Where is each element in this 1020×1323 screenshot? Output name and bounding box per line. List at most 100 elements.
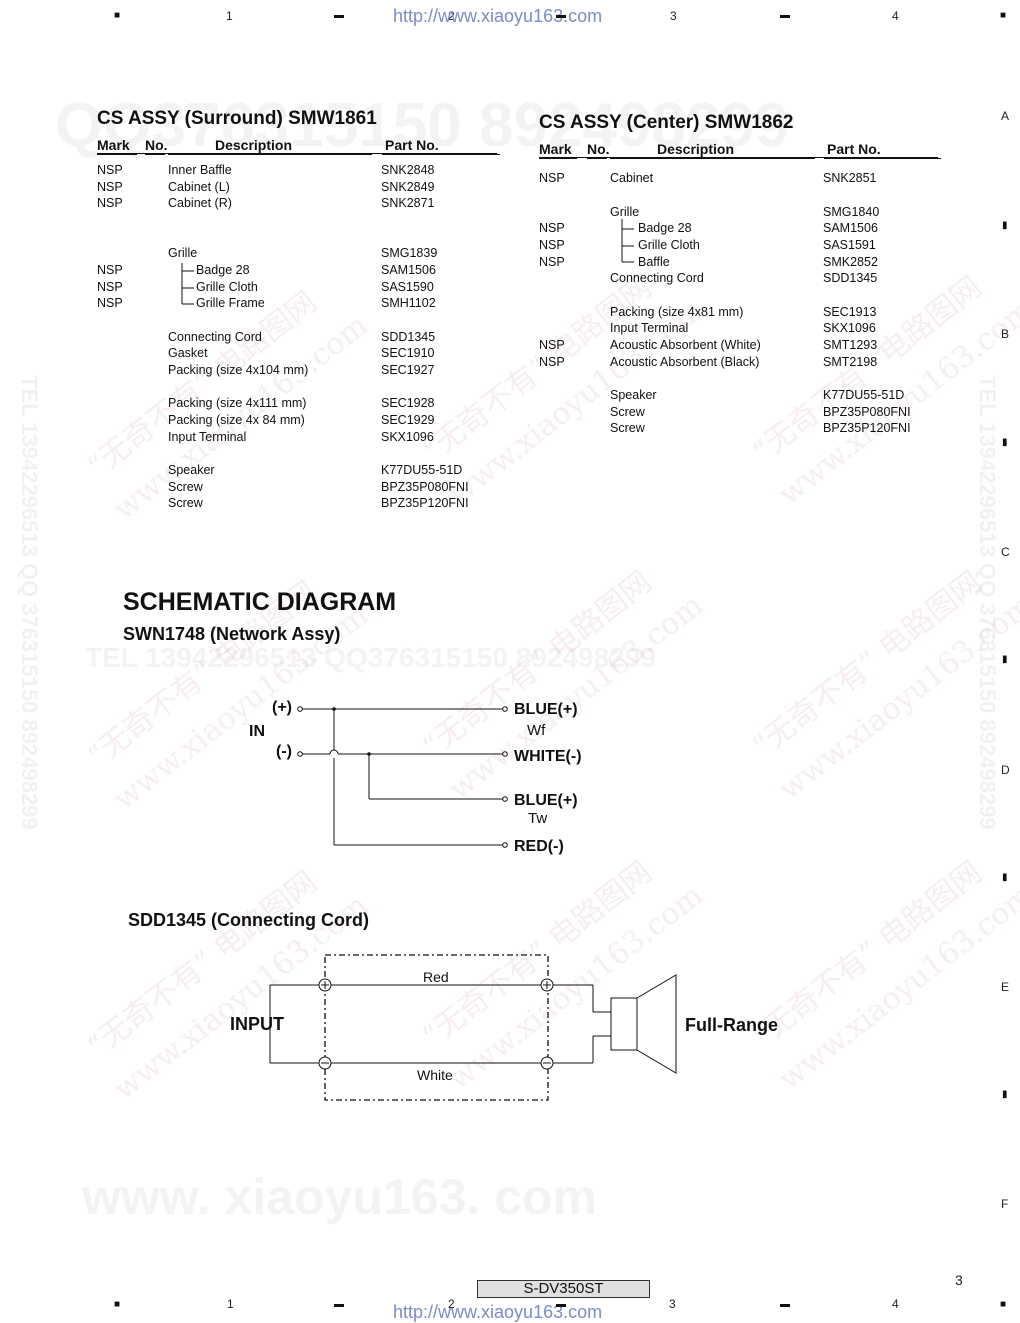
network-out-blue-tw: BLUE(+): [514, 792, 578, 809]
center-row-desc: Screw: [610, 405, 645, 419]
network-tw-label: Tw: [528, 810, 548, 827]
grid-col-label: 1: [226, 9, 233, 23]
grid-marker-square: ▮: [1002, 654, 1008, 665]
connecting-cord-title: SDD1345 (Connecting Cord): [128, 910, 370, 930]
surround-row-mark: NSP: [97, 296, 123, 310]
footer-url[interactable]: http://www.xiaoyu163.com: [393, 1302, 603, 1322]
surround-row-part: SEC1929: [381, 413, 435, 427]
center-row-mark: NSP: [539, 221, 565, 235]
center-row-desc: Speaker: [610, 388, 657, 402]
grid-col-label: 2: [448, 9, 455, 23]
footer-model-box: S-DV350ST: [477, 1280, 650, 1298]
network-minus-label: (-): [276, 743, 292, 760]
surround-header-rule: [97, 153, 497, 154]
center-row-mark: NSP: [539, 355, 565, 369]
surround-row-desc: Inner Baffle: [168, 163, 232, 177]
center-row-part: SEC1913: [823, 305, 877, 319]
grid-col-label: 3: [670, 9, 677, 23]
watermark-side-right: TEL 13942296513 QQ 376315150 892498299: [975, 375, 1000, 830]
network-out-red: RED(-): [514, 838, 564, 855]
network-wf-label: Wf: [527, 722, 546, 739]
center-row-desc: Packing (size 4x81 mm): [610, 305, 744, 319]
center-row-mark: NSP: [539, 171, 565, 185]
surround-row-mark: NSP: [97, 280, 123, 294]
surround-row-desc: Badge 28: [196, 263, 250, 277]
grid-row-label: B: [1001, 327, 1010, 341]
center-row-part: SMK2852: [823, 255, 878, 269]
surround-row-desc: Speaker: [168, 463, 215, 477]
surround-row-desc: Packing (size 4x 84 mm): [168, 413, 305, 427]
center-row-desc: Connecting Cord: [610, 271, 704, 285]
surround-row-part: SEC1928: [381, 396, 435, 410]
center-row-mark: NSP: [539, 338, 565, 352]
grid-marker-bar: ▬: [780, 1299, 790, 1310]
surround-row-part: SNK2849: [381, 180, 435, 194]
surround-row-desc: Input Terminal: [168, 430, 247, 444]
surround-row-part: SAS1590: [381, 280, 434, 294]
surround-title: CS ASSY (Surround) SMW1861: [97, 108, 377, 129]
surround-row-desc: Cabinet (L): [168, 180, 230, 194]
grid-col-label: 4: [892, 1297, 899, 1311]
surround-row-desc: Gasket: [168, 346, 208, 360]
grid-marker-bar: ▬: [556, 10, 566, 21]
network-out-white: WHITE(-): [514, 748, 582, 765]
surround-row-mark: NSP: [97, 180, 123, 194]
center-row-part: SNK2851: [823, 171, 877, 185]
grid-marker-bar: ▬: [556, 1299, 566, 1310]
network-out-blue-wf: BLUE(+): [514, 701, 578, 718]
grid-marker-square: ▮: [1002, 220, 1008, 231]
surround-row-desc: Grille: [168, 246, 198, 260]
grid-marker-square: ■: [114, 1299, 121, 1310]
surround-col-description: Description: [168, 137, 372, 155]
center-row-desc: Acoustic Absorbent (White): [610, 338, 761, 352]
cord-white-label: White: [417, 1067, 453, 1083]
center-row-part: BPZ35P120FNI: [823, 421, 911, 435]
center-col-description-label: Description: [657, 141, 735, 157]
center-row-desc: Cabinet: [610, 171, 654, 185]
center-row-desc: Baffle: [638, 255, 670, 269]
network-plus-label: (+): [272, 699, 292, 716]
grid-marker-bar: ▬: [334, 10, 344, 21]
center-row-part: SAS1591: [823, 238, 876, 252]
surround-row-part: SEC1910: [381, 346, 435, 360]
grid-col-label: 1: [227, 1297, 234, 1311]
center-row-desc: Badge 28: [638, 221, 692, 235]
network-in-label: IN: [249, 723, 265, 740]
grid-col-label: 4: [892, 9, 899, 23]
surround-row-mark: NSP: [97, 196, 123, 210]
center-row-part: BPZ35P080FNI: [823, 405, 911, 419]
surround-row-desc: Grille Frame: [196, 296, 265, 310]
grid-marker-square: ■: [114, 10, 121, 21]
grid-marker-square: ▮: [1002, 1089, 1008, 1100]
center-header-rule: [539, 157, 938, 158]
center-row-desc: Grille Cloth: [638, 238, 700, 252]
surround-col-part: Part No.: [382, 137, 500, 155]
grid-col-label: 3: [669, 1297, 676, 1311]
header-url[interactable]: http://www.xiaoyu163.com: [393, 6, 603, 26]
center-col-description: Description: [610, 141, 815, 159]
center-row-part: SMG1840: [823, 205, 880, 219]
center-row-desc: Screw: [610, 421, 645, 435]
surround-row-part: SMG1839: [381, 246, 438, 260]
watermark-side-left: TEL 13942296513 QQ 376315150 892498299: [17, 375, 42, 830]
grid-row-label: D: [1001, 763, 1010, 777]
center-row-mark: NSP: [539, 238, 565, 252]
grid-marker-square: ▮: [1002, 437, 1008, 448]
surround-row-desc: Cabinet (R): [168, 196, 232, 210]
schematic-title: SCHEMATIC DIAGRAM: [123, 588, 397, 616]
center-row-desc: Grille: [610, 205, 640, 219]
grid-marker-square: ■: [1000, 10, 1007, 21]
surround-row-desc: Screw: [168, 480, 203, 494]
center-row-desc: Input Terminal: [610, 321, 689, 335]
surround-row-desc: Packing (size 4x111 mm): [168, 396, 307, 410]
center-col-mark: Mark: [539, 141, 577, 159]
grid-row-label: C: [1001, 545, 1010, 559]
surround-row-part: BPZ35P080FNI: [381, 480, 469, 494]
grid-marker-bar: ▬: [780, 10, 790, 21]
grid-marker-square: ■: [1000, 1299, 1007, 1310]
footer-page-number: 3: [955, 1272, 963, 1288]
surround-row-desc: Grille Cloth: [196, 280, 258, 294]
surround-row-part: SEC1927: [381, 363, 435, 377]
